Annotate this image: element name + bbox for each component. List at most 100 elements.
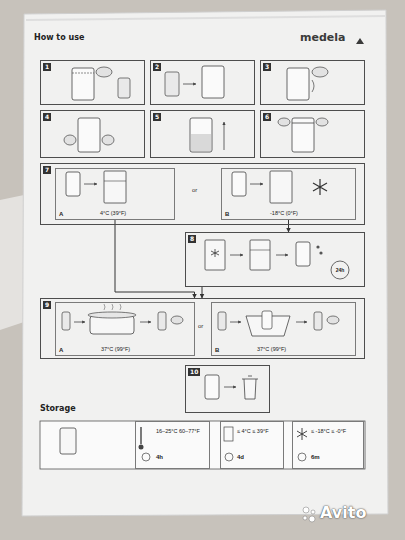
hand-icon [312, 67, 328, 77]
step-panel: 6 [260, 110, 365, 158]
drop-icon [316, 245, 319, 248]
hand-icon [64, 135, 76, 145]
step-panel: 3 [260, 60, 365, 105]
bottle-icon [158, 312, 166, 330]
or-label: or [198, 323, 203, 329]
logo-mark [356, 38, 364, 44]
bottle-icon [118, 78, 130, 98]
temperature-label: 37°C (99°F) [101, 346, 130, 352]
option-panel: 4°C (39°F)A [55, 168, 175, 220]
storage-bar [40, 421, 365, 469]
temperature-label: 37°C (99°F) [257, 346, 286, 352]
option-panel: 37°C (99°F)A [55, 302, 195, 356]
step-arrow [276, 255, 288, 256]
step-panel: 5 [150, 110, 255, 158]
seal-line [292, 123, 314, 124]
bottle-icon [165, 72, 179, 96]
brand-logo: medela [300, 32, 345, 43]
zip-seal [26, 16, 385, 20]
milk-level [191, 134, 211, 151]
watermark-dot [311, 510, 315, 514]
step-arrow [140, 322, 151, 323]
clock-icon [225, 453, 233, 461]
fridge-icon [224, 427, 233, 441]
storage-section: Storage16–25°C 60–77°F4h≤ 4°C ≤ 39°F4d≤ … [40, 403, 367, 475]
hand-icon [278, 118, 290, 126]
thermometer-bulb [139, 445, 144, 450]
step-panel: 1 [40, 60, 145, 105]
step-arrow [230, 322, 241, 323]
flow-connector [202, 287, 203, 298]
snowflake-icon [313, 179, 327, 195]
step-arrow [224, 122, 225, 150]
option-letter: B [215, 347, 219, 353]
watermark-dot [303, 507, 309, 513]
or-label: or [192, 187, 197, 193]
fridge-icon [250, 240, 270, 270]
hand-icon [316, 118, 328, 126]
clock-icon [298, 453, 306, 461]
bag-icon [205, 375, 219, 399]
bottle-icon [314, 312, 322, 330]
pot-lid [88, 312, 136, 318]
temperature-label: 4°C (39°F) [100, 210, 126, 216]
step-panel: 10 [185, 365, 270, 413]
step-number: 1 [43, 63, 51, 71]
hand-icon [96, 67, 112, 77]
clock-icon [142, 453, 150, 461]
step-arrow [74, 322, 85, 323]
trash-icon [242, 376, 258, 399]
bag-icon [72, 68, 94, 100]
drop-icon [319, 251, 322, 254]
pour-stream [312, 80, 314, 92]
time-label: 24h [336, 268, 345, 273]
bag-icon [190, 118, 212, 152]
tear-line [72, 73, 94, 74]
step-number: 7 [43, 166, 51, 174]
step-panel: 4 [40, 110, 145, 158]
step-panel: 8 [185, 232, 365, 287]
bag-icon [232, 172, 246, 196]
storage-cell: 16–25°C 60–77°F 4h [135, 421, 210, 469]
watermark: Avito [320, 505, 366, 521]
option-panel: -18°C (0°F) B [221, 168, 356, 220]
step-number: 4 [43, 113, 51, 121]
hand-icon [327, 316, 339, 324]
bag-icon [287, 68, 309, 100]
bag-icon [262, 311, 272, 329]
freezer-icon [205, 240, 225, 270]
clock-icon [331, 261, 349, 279]
hand-icon [171, 316, 183, 324]
instruction-sheet [22, 10, 388, 516]
watermark-dot [303, 516, 307, 520]
step-arrow [224, 387, 236, 388]
step-arrow [250, 184, 263, 185]
step-number: 3 [263, 63, 271, 71]
snowflake-icon [297, 428, 307, 440]
title: How to use [34, 34, 84, 42]
flow-connector [288, 220, 289, 232]
flow-connector [115, 220, 195, 298]
step-number: 5 [153, 113, 161, 121]
step-number: 2 [153, 63, 161, 71]
temperature-label: -18°C (0°F) [270, 210, 298, 216]
box-corner [0, 195, 24, 330]
step-arrow [183, 84, 196, 85]
pot-icon [90, 316, 134, 334]
temperature-label: 16–25°C 60–77°F [156, 428, 204, 434]
freezer-icon [270, 171, 292, 203]
bag-icon [66, 172, 80, 196]
step-panel: 2 [150, 60, 255, 105]
bottle-icon [218, 312, 226, 330]
storage-cell: ≤ 4°C ≤ 39°F4d [220, 421, 284, 469]
step-arrow [296, 322, 307, 323]
step-number: 10 [188, 368, 200, 376]
snowflake-icon [211, 249, 219, 257]
option-letter: B [225, 211, 229, 217]
step-arrow [84, 184, 97, 185]
storage-cell: ≤ -18°C ≤ -0°F6m [292, 421, 364, 469]
option-panel: 37°C (99°F) B [211, 302, 356, 356]
bottle-icon [62, 312, 70, 330]
duration-label: 4h [156, 454, 163, 460]
